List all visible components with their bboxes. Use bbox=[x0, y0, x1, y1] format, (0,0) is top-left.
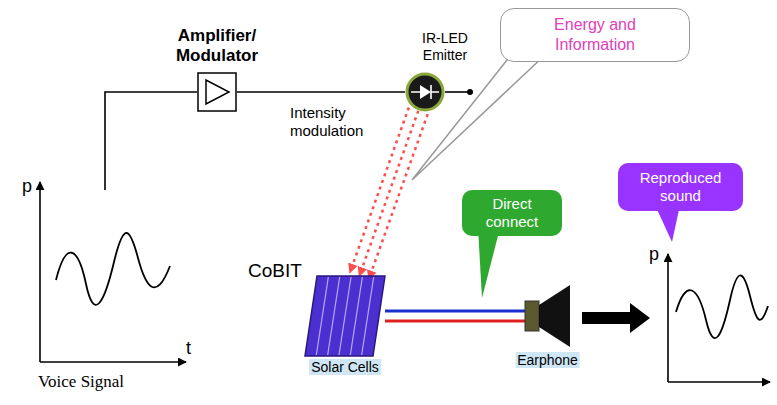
direct-wire-line bbox=[385, 320, 525, 323]
t-axis bbox=[668, 381, 770, 383]
ir-led-emitter: IR-LED Emitter bbox=[405, 72, 445, 112]
callout-text: Direct connect bbox=[470, 195, 554, 231]
energy-callout: Energy and Information bbox=[500, 8, 690, 62]
direct-wire-line bbox=[385, 310, 525, 313]
reproduced-sound-graph bbox=[668, 254, 770, 382]
p-axis bbox=[667, 254, 669, 382]
drive-wire bbox=[237, 92, 405, 93]
emitter-heading: IR-LED Emitter bbox=[407, 30, 483, 64]
p-axis bbox=[39, 182, 41, 362]
led-terminal-wire bbox=[445, 91, 470, 93]
amplifier-heading: Amplifier/ Modulator bbox=[159, 26, 275, 66]
voice-waveform bbox=[56, 233, 170, 305]
cobit-device-shape bbox=[195, 224, 660, 402]
solar-cells-shape bbox=[305, 276, 385, 356]
part-label: Earphone bbox=[515, 352, 580, 368]
callout-text: Energy and Information bbox=[511, 15, 679, 55]
amplifier-box: Amplifier/ Modulator bbox=[197, 72, 237, 112]
t-axis bbox=[40, 361, 186, 363]
part-label: Solar Cells bbox=[309, 359, 381, 375]
callout-text: Reproduced sound bbox=[626, 169, 735, 205]
sound-waveform bbox=[676, 275, 768, 338]
ir-beam-line bbox=[359, 111, 418, 276]
signal-wire bbox=[105, 92, 197, 190]
axis-label: p bbox=[22, 176, 32, 196]
device-name: CoBIT bbox=[248, 260, 302, 282]
graph-caption: Voice Signal bbox=[38, 372, 124, 392]
sound-callout: Reproduced sound bbox=[618, 163, 743, 211]
led-terminal bbox=[467, 89, 473, 95]
energy-callout-tail bbox=[412, 50, 545, 180]
direct-wire bbox=[385, 311, 525, 321]
voice-signal-graph bbox=[40, 182, 186, 362]
drive-wire-line bbox=[237, 91, 405, 93]
ir-led-emitter-shape bbox=[405, 72, 445, 112]
cobit-device: CoBITSolar CellsEarphone bbox=[195, 224, 660, 402]
earphone-shape bbox=[525, 283, 570, 349]
wire-note: Intensity modulation bbox=[290, 104, 382, 140]
earphone: Earphone bbox=[525, 283, 570, 349]
solar-cells: Solar Cells bbox=[305, 276, 385, 356]
axis-label: p bbox=[649, 244, 659, 264]
direct-callout: Direct connect bbox=[462, 190, 562, 236]
axis-label: t bbox=[186, 338, 191, 358]
amplifier-box-shape bbox=[197, 72, 237, 112]
direct-callout-tail bbox=[478, 228, 500, 298]
output-arrow bbox=[582, 303, 650, 333]
ir-beam-line bbox=[369, 114, 428, 279]
